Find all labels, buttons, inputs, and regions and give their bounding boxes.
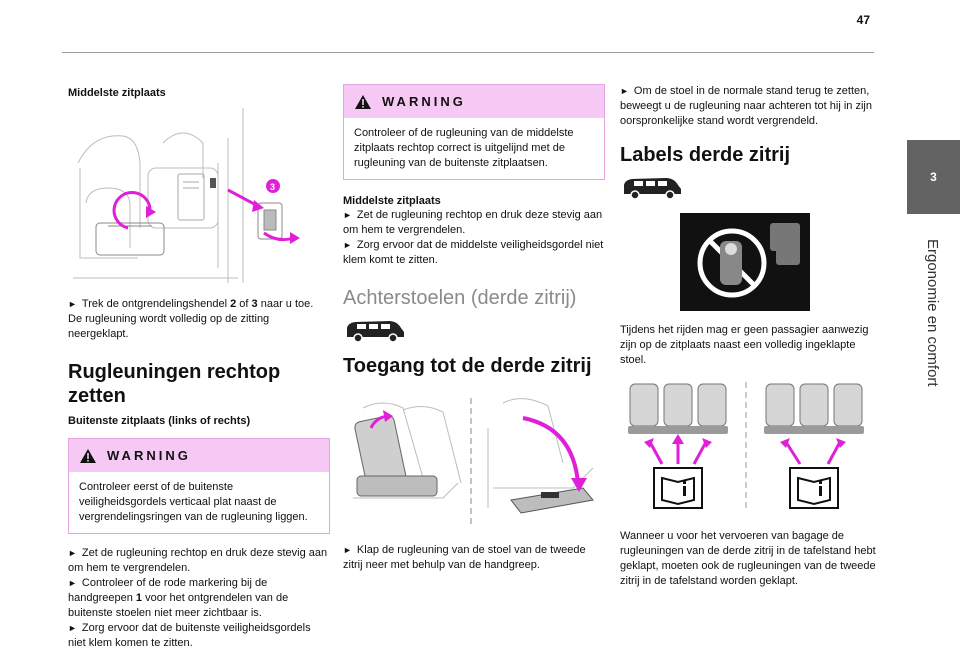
no-passenger-label-icon [680,213,810,311]
bullet-icon [68,577,82,589]
step-fold-text: Klap de rugleuning van de stoel van de t… [343,544,586,571]
heading-access-third-row: Toegang tot de derde zitrij [343,355,592,377]
header-rule [62,52,874,53]
step-belts-text: Zorg ervoor dat de buitenste veiligheids… [68,622,311,649]
heading-upright: Rugleuningen rechtop zetten [68,361,281,407]
warning-box-alignment: WARNING Controleer of de rugleuning van … [343,84,605,180]
step-check-text-c: voor het ontgrendelen van de buitenste s… [68,592,289,619]
bullet-icon [343,239,357,251]
chapter-number: 3 [930,170,937,184]
step-fold-seat: Klap de rugleuning van de stoel van de t… [343,543,605,573]
step-release-end: naar u toe. De rugleuning wordt volledig… [68,298,314,340]
step-release-mid: of [236,298,252,310]
page-number: 47 [856,13,870,27]
step-check-text-a: Controleer of de rode markering bij de h… [68,577,268,604]
step-release-text: Trek de ontgrendelingshendel [81,298,231,310]
step-belt-middle: Zorg ervoor dat de middelste veiligheids… [343,238,605,268]
column-middle: WARNING Controleer of de rugleuning van … [343,82,605,573]
column-left: Middelste zitplaats 3 [68,82,330,649]
warning-text: Controleer eerst of de buitenste veiligh… [69,472,329,533]
warning-title: WARNING [382,94,466,109]
chapter-title: Ergonomie en comfort [924,239,941,387]
bullet-icon [68,298,82,310]
middle-seat-release-illustration: 3 [68,108,330,283]
step-release-lever: Trek de ontgrendelingshendel 2 of 3 naar… [68,297,330,342]
heading-middle-seat: Middelste zitplaats [68,87,166,99]
step-return-seat: Om de stoel in de normale stand terug te… [620,84,882,129]
column-right: Om de stoel in de normale stand terug te… [620,82,882,589]
warning-box-belts: WARNING Controleer eerst of de buitenste… [68,438,330,534]
bullet-icon [68,622,82,634]
chapter-tab[interactable]: 3 [907,140,960,214]
lever-number-3: 3 [251,298,258,310]
van-icon [347,321,404,343]
bullet-icon [343,544,357,556]
heading-middle-seat-2: Middelste zitplaats [343,195,441,207]
step-push-text: Zet de rugleuning rechtop en druk deze s… [68,547,328,574]
van-icon [624,178,681,200]
warning-triangle-icon [80,448,96,463]
third-row-access-illustration [353,398,594,528]
step-return-text: Om de stoel in de normale stand terug te… [620,85,872,127]
step-push-upright: Zet de rugleuning rechtop en druk deze s… [68,546,330,576]
step-belt-middle-text: Zorg ervoor dat de middelste veiligheids… [343,239,604,266]
step-push-middle: Zet de rugleuning rechtop en druk deze s… [343,208,605,238]
warning-header: WARNING [69,439,329,472]
warning-title: WARNING [107,448,191,463]
bullet-icon [68,547,82,559]
warning-text: Controleer of de rugleuning van de midde… [344,118,604,179]
bullet-icon [620,85,634,97]
svg-text:3: 3 [270,182,275,192]
warning-triangle-icon [355,94,371,109]
heading-rear-seats: Achterstoelen (derde zitrij) [343,287,577,309]
subheading-outer-seat: Buitenste zitplaats (links of rechts) [68,415,251,427]
step-belts-free: Zorg ervoor dat de buitenste veiligheids… [68,621,330,649]
handle-number-1: 1 [135,592,143,604]
step-check-marker: Controleer of de rode markering bij de h… [68,576,330,621]
table-position-label-illustration [628,382,864,512]
warning-header: WARNING [344,85,604,118]
lever-number-2: 2 [230,298,237,310]
heading-labels: Labels derde zitrij [620,144,791,166]
text-luggage: Wanneer u voor het vervoeren van bagage … [620,530,876,587]
text-no-passenger: Tijdens het rijden mag er geen passagier… [620,324,869,366]
step-push-middle-text: Zet de rugleuning rechtop en druk deze s… [343,209,603,236]
bullet-icon [343,209,357,221]
